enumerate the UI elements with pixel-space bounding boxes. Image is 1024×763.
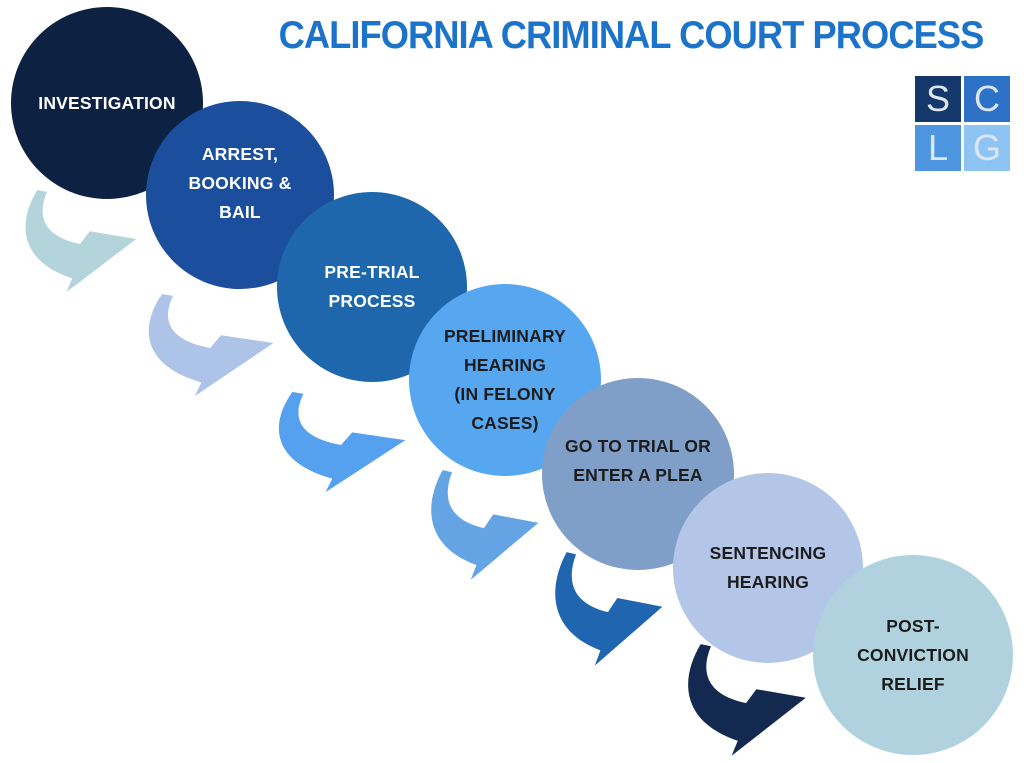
logo-square-l: L: [915, 125, 961, 171]
step-label-preliminary-hearing: PRELIMINARY HEARING (IN FELONY CASES): [443, 326, 567, 433]
arrow-arrest-booking-bail-to-pre-trial-process: [148, 293, 274, 397]
arrow-pre-trial-process-to-preliminary-hearing: [278, 391, 406, 493]
logo-square-c: C: [964, 76, 1010, 122]
step-circle-pre-trial-process: PRE-TRIAL PROCESS: [277, 192, 467, 382]
step-label-investigation: INVESTIGATION: [38, 92, 176, 113]
step-label-post-conviction-relief: POST- CONVICTION RELIEF: [857, 615, 969, 694]
logo-square-s: S: [915, 76, 961, 122]
page-title: CALIFORNIA CRIMINAL COURT PROCESS: [278, 14, 985, 57]
arrow-go-to-trial-or-enter-a-plea-to-sentencing-hearing: [555, 552, 663, 666]
arrow-sentencing-hearing-to-post-conviction-relief: [688, 644, 806, 756]
step-label-arrest-booking-bail: ARREST, BOOKING & BAIL: [188, 143, 292, 222]
step-label-pre-trial-process: PRE-TRIAL PROCESS: [324, 262, 420, 311]
arrow-preliminary-hearing-to-go-to-trial-or-enter-a-plea: [431, 470, 539, 580]
step-circle-arrest-booking-bail: ARREST, BOOKING & BAIL: [146, 101, 334, 289]
step-circle-post-conviction-relief: POST- CONVICTION RELIEF: [813, 555, 1013, 755]
logo-square-g: G: [964, 125, 1010, 171]
arrow-investigation-to-arrest-booking-bail: [25, 189, 137, 293]
step-label-go-to-trial-or-enter-a-plea: GO TO TRIAL OR ENTER A PLEA: [564, 436, 712, 485]
step-label-sentencing-hearing: SENTENCING HEARING: [709, 543, 827, 592]
step-circle-investigation: INVESTIGATION: [11, 7, 203, 199]
